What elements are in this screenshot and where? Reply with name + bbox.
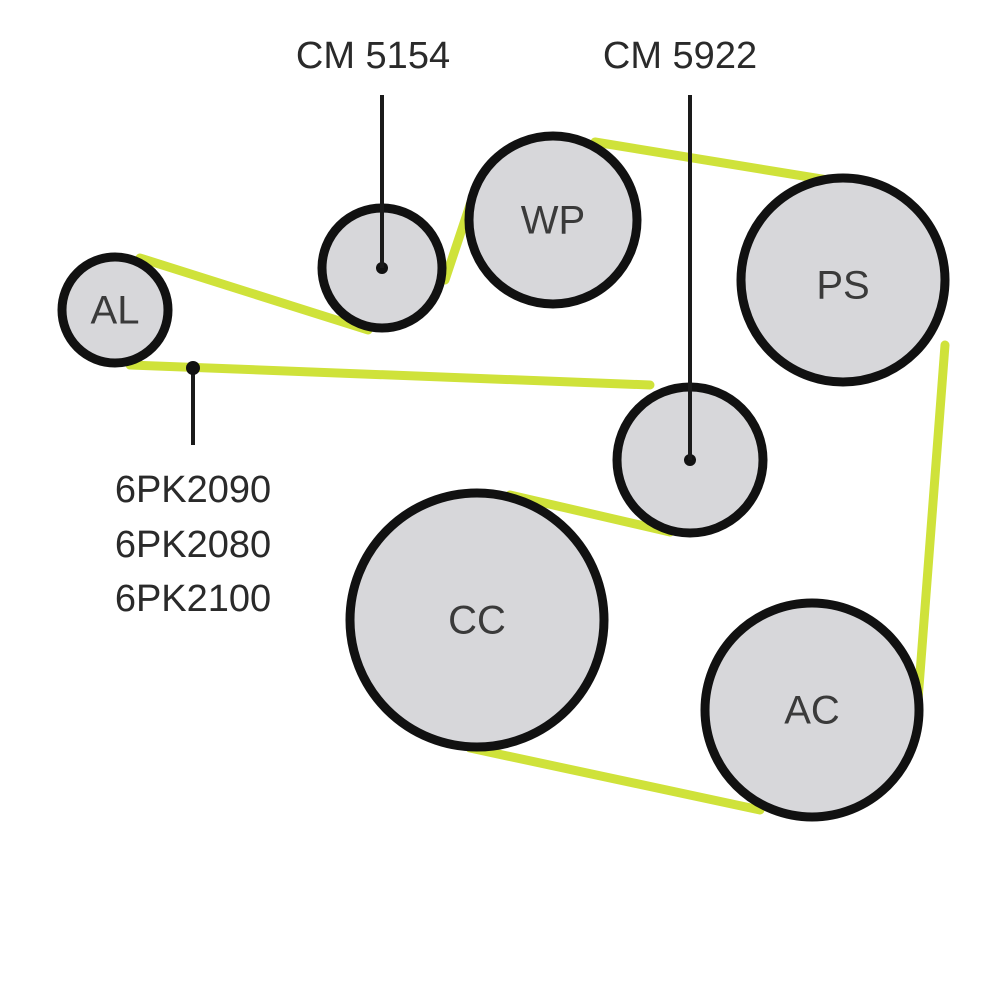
belt xyxy=(125,137,950,815)
belt-segment-idler-mid-al xyxy=(125,360,655,390)
pulley-cc-disc xyxy=(345,488,609,752)
belt-segment-cc-idler-mid xyxy=(505,490,675,537)
pulley-ps: PS xyxy=(736,173,950,387)
belt-segment-al-idler-top xyxy=(135,253,373,335)
pulley-ac: AC xyxy=(700,598,924,822)
pulley-wp-disc xyxy=(464,131,642,309)
callout-belt-part-1: 6PK2090 xyxy=(115,469,271,511)
belt-segment-wp-ps xyxy=(590,137,845,187)
belt-callout-dot xyxy=(186,361,200,375)
pulley-wp-label: WP xyxy=(521,199,585,243)
callout-mid-idler-part: CM 5922 xyxy=(603,35,757,77)
pulley-ps-label: PS xyxy=(816,264,869,308)
callout-top-idler-part: CM 5154 xyxy=(296,35,450,77)
pulley-al: AL xyxy=(57,252,173,368)
belt-segment-ps-ac xyxy=(913,340,950,705)
callout-belt-part-3: 6PK2100 xyxy=(115,578,271,620)
pulley-cc: CC xyxy=(345,488,609,752)
pulley-ac-disc xyxy=(700,598,924,822)
pulley-al-label: AL xyxy=(91,289,140,333)
pulley-al-disc xyxy=(57,252,173,368)
callout-belt-part-2: 6PK2080 xyxy=(115,524,271,566)
pulley-ps-disc xyxy=(736,173,950,387)
pulley-ac-label: AC xyxy=(784,689,840,733)
pulley-cc-label: CC xyxy=(448,599,506,643)
pulley-wp: WP xyxy=(464,131,642,309)
belt-segment-ac-cc xyxy=(465,743,765,815)
